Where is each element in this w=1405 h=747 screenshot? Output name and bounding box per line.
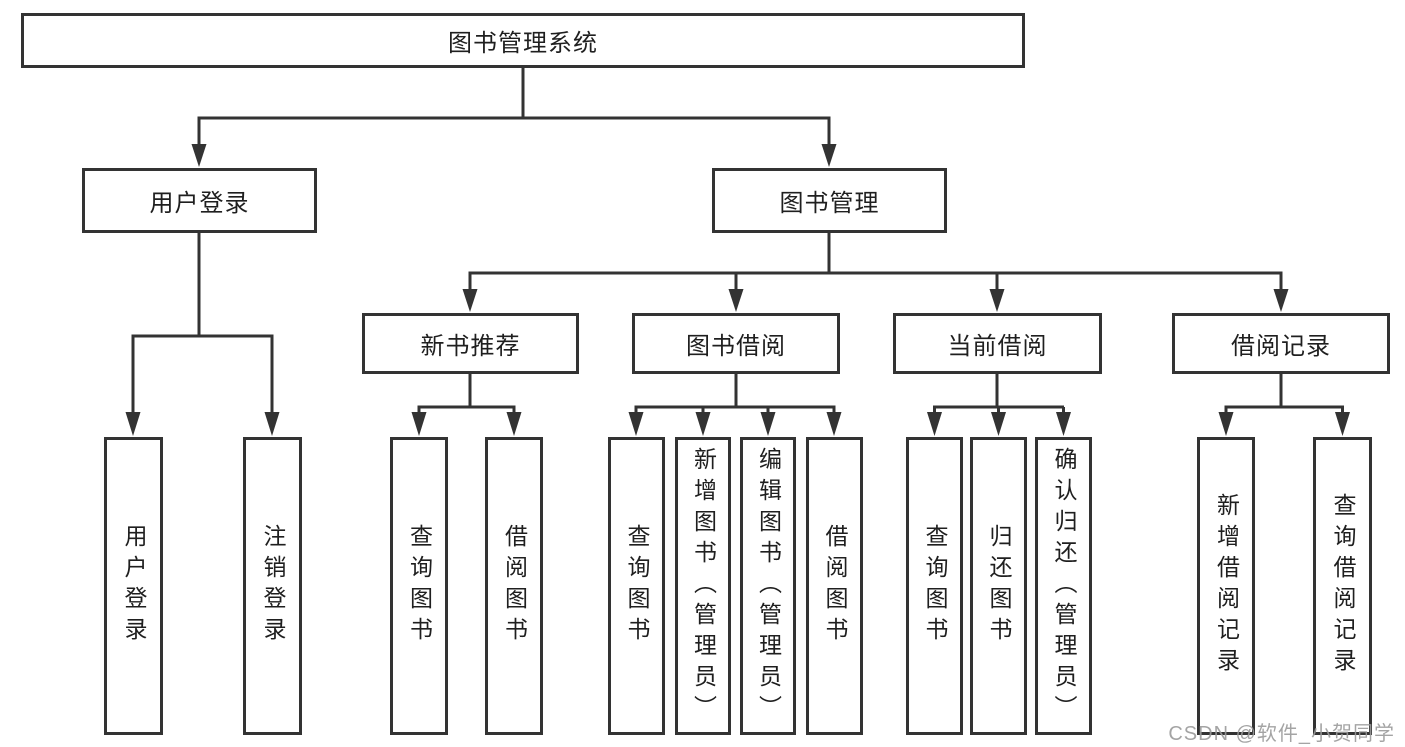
leaf-borrow-books-recommend-label: 借阅图书 (501, 524, 528, 648)
leaf-add-books-admin-label: 新增图书（管理员） (690, 446, 717, 726)
leaf-add-borrow-record-label: 新增借阅记录 (1213, 493, 1240, 679)
branch-root (191, 68, 837, 167)
leaf-query-books-current-label: 查询图书 (922, 524, 948, 648)
node-book-borrowing: 图书借阅 (632, 313, 840, 374)
leaf-edit-books-admin-label: 编辑图书（管理员） (755, 446, 782, 726)
leaf-add-books-admin: 新增图书（管理员） (675, 437, 731, 735)
leaf-query-borrow-record-label: 查询借阅记录 (1330, 493, 1356, 679)
leaf-user-login: 用户登录 (104, 437, 163, 735)
leaf-confirm-return-admin-label: 确认归还（管理员） (1051, 446, 1077, 726)
leaf-return-books-label: 归还图书 (986, 524, 1012, 648)
node-user-login: 用户登录 (82, 168, 317, 233)
leaf-edit-books-admin: 编辑图书（管理员） (740, 437, 796, 735)
node-current-borrowing: 当前借阅 (893, 313, 1102, 374)
leaf-query-books-current: 查询图书 (906, 437, 963, 735)
leaf-query-books-recommend-label: 查询图书 (406, 524, 433, 648)
leaf-return-books: 归还图书 (970, 437, 1027, 735)
node-book-management: 图书管理 (712, 168, 947, 233)
leaf-query-books-recommend: 查询图书 (390, 437, 448, 735)
leaf-logout: 注销登录 (243, 437, 302, 735)
leaf-confirm-return-admin: 确认归还（管理员） (1035, 437, 1092, 735)
leaf-borrow-books-recommend: 借阅图书 (485, 437, 543, 735)
node-new-book-recommend: 新书推荐 (362, 313, 579, 374)
leaf-borrow-books-label: 借阅图书 (822, 524, 848, 648)
branch-book-borrowing (628, 374, 842, 436)
node-library-management-system: 图书管理系统 (21, 13, 1025, 68)
branch-borrow-records (1218, 374, 1350, 436)
leaf-logout-label: 注销登录 (260, 524, 286, 648)
leaf-add-borrow-record: 新增借阅记录 (1197, 437, 1255, 735)
branch-current-borrowing (927, 374, 1071, 436)
leaf-borrow-books: 借阅图书 (806, 437, 863, 735)
branch-new-book-recommend (411, 374, 522, 436)
leaf-query-books-borrow: 查询图书 (608, 437, 665, 735)
leaf-user-login-label: 用户登录 (121, 524, 147, 648)
leaf-query-books-borrow-label: 查询图书 (624, 524, 650, 648)
branch-book-management (462, 233, 1289, 312)
node-borrow-records: 借阅记录 (1172, 313, 1390, 374)
leaf-query-borrow-record: 查询借阅记录 (1313, 437, 1372, 735)
branch-user-login (125, 233, 280, 436)
